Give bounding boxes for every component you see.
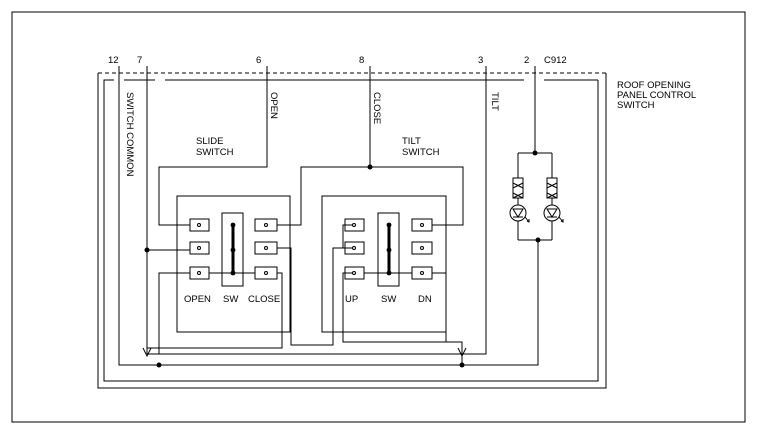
pin-label-6: 6 [256,55,261,66]
wire-label-tilt: TILT [489,92,500,111]
junction-dots [144,150,541,368]
slide-terminal-open-1 [189,218,210,232]
component-name-line-2: PANEL CONTROL [617,90,696,101]
wire-label-close: CLOSE [371,92,382,124]
tilt-terminal-dn-2 [411,241,433,255]
pin-label-8: 8 [359,55,364,66]
wire-label-open: OPEN [268,92,279,119]
component-name-line-3: SWITCH [617,100,655,111]
tilt-switch-body [321,195,447,333]
slide-pos-close: CLOSE [248,294,280,305]
slide-switch-body [176,195,291,333]
wire-close [277,166,464,226]
arrow-heads [142,347,467,358]
pin-label-3: 3 [478,55,483,66]
pin-label-2: 2 [524,55,529,66]
slide-switch: OPEN SW CLOSE [176,195,291,333]
tilt-switch-title-line-2: SWITCH [402,147,440,158]
tilt-terminal-dn-1 [411,218,433,232]
tilt-terminal-up-2 [344,241,365,255]
slide-terminal-close-2 [254,241,278,255]
outer-frame [11,11,746,423]
wire-slide-common [158,272,190,354]
tilt-pos-up: UP [345,294,358,305]
slide-terminal-open-3 [189,266,210,280]
tilt-terminal-up-1 [344,218,365,232]
tilt-terminal-dn-3 [411,266,433,280]
tilt-wiper-guide [377,212,400,287]
connector-id: C912 [544,55,567,66]
slide-terminal-close-3 [254,266,278,280]
slide-switch-title-line-1: SLIDE [196,136,223,147]
junction-dot [535,237,541,243]
pin-label-7: 7 [137,55,142,66]
slide-terminal-close-1 [254,218,278,232]
wire-tilt-common [342,272,463,365]
slide-switch-title: SLIDE SWITCH [196,136,234,158]
junction-dot [459,362,465,368]
connector-pin-labels: 12 7 6 8 3 2 C912 [108,55,567,66]
slide-wiper-guide [221,212,244,287]
tilt-switch: UP SW DN [321,195,447,333]
slide-pos-sw: SW [223,294,238,305]
junction-dot [367,164,373,170]
tilt-pos-sw: SW [381,294,396,305]
tilt-switch-title: TILT SWITCH [402,136,440,158]
junction-dot [144,247,150,253]
wires [118,66,539,366]
wire-open [158,66,268,226]
junction-dot [156,362,162,368]
wire-slide-close-mid [277,247,353,346]
wire-slide-return [147,272,283,349]
junction-dot [532,150,538,156]
led-icon [509,204,527,222]
component-name: ROOF OPENING PANEL CONTROL SWITCH [617,80,696,111]
tilt-pos-dn: DN [418,294,432,305]
indicator-lamps [509,152,564,241]
slide-terminal-open-2 [189,241,210,255]
wire-tilt [462,66,487,355]
slide-pos-open: OPEN [184,294,211,305]
wire-tilt-up [342,224,353,248]
arrow-icon [142,347,152,358]
tilt-switch-title-line-1: TILT [402,136,421,147]
wire-switch-common [118,66,539,366]
wire-label-switch-common: SWITCH COMMON [124,92,135,177]
led-icon [543,204,561,222]
slide-switch-title-line-2: SWITCH [196,147,234,158]
component-name-line-1: ROOF OPENING [617,80,691,91]
arrow-icon [457,347,467,358]
pin-label-12: 12 [108,55,119,66]
switch-housing [97,73,607,389]
